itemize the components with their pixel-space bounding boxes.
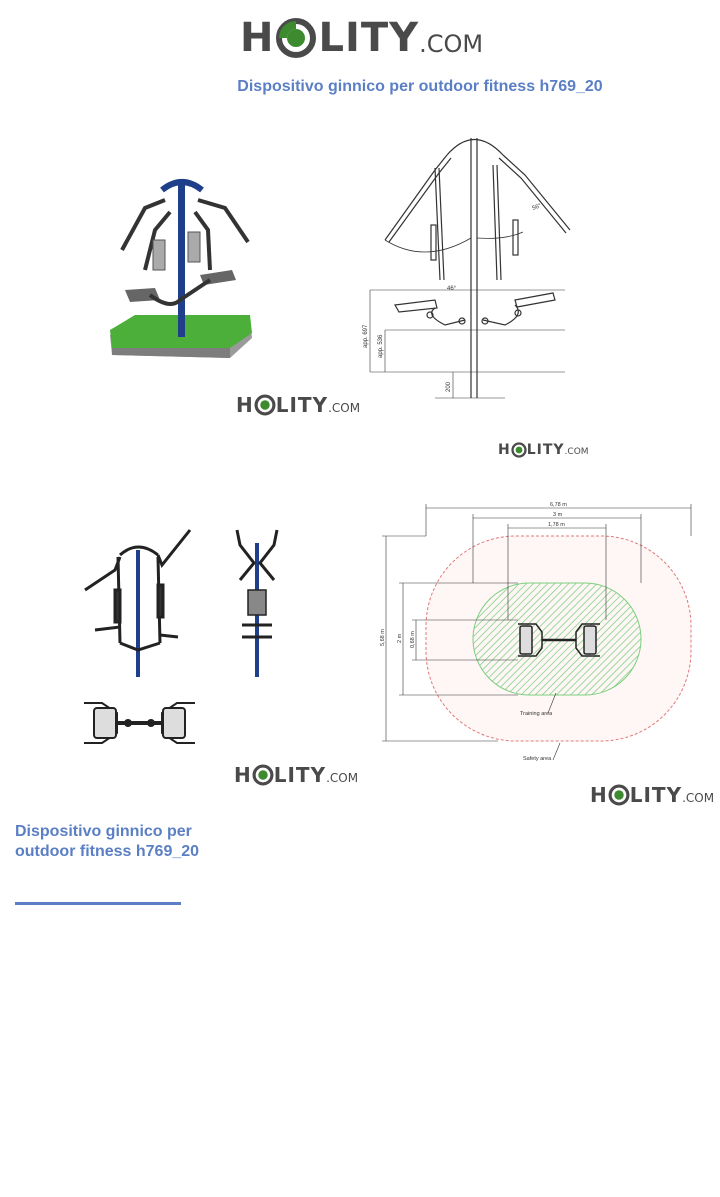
logo-ring-icon	[275, 17, 317, 59]
dim-inner-width-label: 1,78 m	[548, 522, 565, 528]
logo-plan-drawing[interactable]: H LITY .COM	[590, 782, 714, 808]
side-view-drawing	[235, 529, 279, 677]
page-title: Dispositivo ginnico per outdoor fitness …	[237, 78, 603, 95]
logo-suffix: .COM	[564, 447, 589, 457]
logo-letter-h: H	[234, 763, 252, 787]
front-view-drawing	[84, 529, 192, 677]
logo-ring-icon	[252, 764, 274, 786]
product-title: Dispositivo ginnico per outdoor fitness …	[15, 822, 235, 862]
logo-letters: LITY	[629, 783, 683, 807]
dim-base-label: 200	[446, 381, 452, 392]
logo-suffix: .COM	[326, 771, 359, 785]
title-underline	[15, 902, 181, 905]
logo-ring-icon	[254, 394, 276, 416]
logo-letters: LITY	[318, 15, 420, 61]
logo-letter-h: H	[240, 15, 275, 61]
logo-suffix: .COM	[682, 791, 715, 805]
dim-inner-label: app. 536	[378, 334, 384, 358]
logo-letter-h: H	[498, 442, 511, 458]
product-title-line2: outdoor fitness h769_20	[15, 843, 200, 860]
dim-total-width-label: 6,78 m	[550, 502, 567, 508]
logo-render[interactable]: H LITY .COM	[236, 392, 360, 418]
dim-mid-height-label: 2 m	[397, 633, 403, 643]
dim-total-height-label: 5,68 m	[380, 629, 386, 646]
logo-letters: LITY	[275, 393, 329, 417]
dim-inner-height-label: 0,68 m	[410, 631, 416, 648]
logo-suffix: .COM	[419, 30, 484, 58]
dim-outer-label: app. 697	[363, 324, 369, 348]
angle-mid-label: 46°	[447, 286, 457, 292]
logo-side-drawing[interactable]: H LITY .COM	[498, 440, 589, 460]
logo-letter-h: H	[590, 783, 608, 807]
dim-mid-width-label: 3 m	[553, 512, 563, 518]
logo-letter-h: H	[236, 393, 254, 417]
header-logo[interactable]: H LITY .COM	[240, 12, 483, 64]
logo-suffix: .COM	[328, 401, 361, 415]
training-area-label: Training area	[520, 711, 553, 717]
product-title-line1: Dispositivo ginnico per	[15, 823, 192, 840]
logo-letters: LITY	[526, 442, 565, 458]
logo-letters: LITY	[273, 763, 327, 787]
top-view-drawing	[84, 702, 195, 744]
render-3d-image	[110, 179, 252, 358]
plan-area-drawing: 6,78 m 3 m 1,78 m 5,68 m 2 m 0,68 m Trai…	[380, 502, 692, 762]
logo-ring-icon	[511, 442, 527, 458]
safety-area-label: Safety area	[523, 756, 552, 762]
side-elevation-drawing: 56° 46° app. 697 app. 536 200	[363, 138, 571, 399]
logo-views[interactable]: H LITY .COM	[234, 762, 358, 788]
logo-ring-icon	[608, 784, 630, 806]
angle-top-label: 56°	[532, 203, 543, 212]
